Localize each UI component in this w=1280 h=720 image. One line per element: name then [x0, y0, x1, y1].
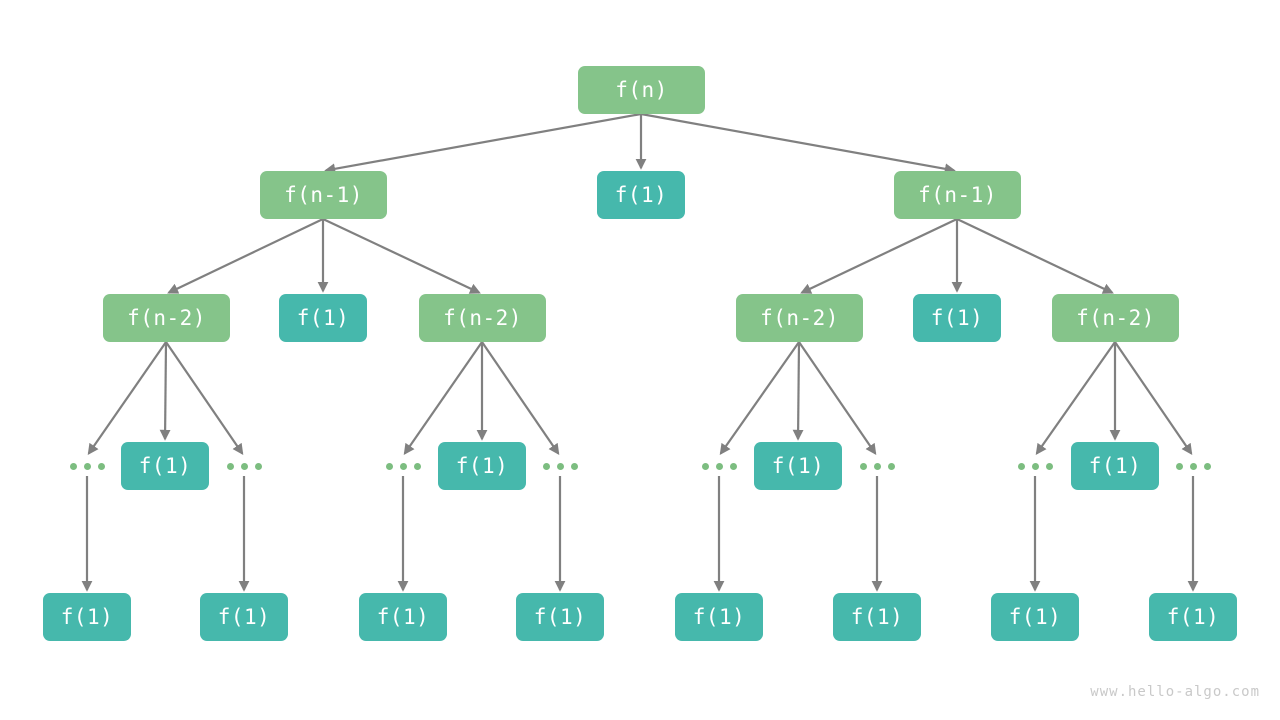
recursive-call-node: f(n-2) [736, 294, 863, 342]
tree-edge [403, 341, 483, 455]
tree-edge [87, 341, 167, 455]
ellipsis-dot [413, 462, 421, 470]
ellipsis-dot [542, 462, 550, 470]
recursive-call-node: f(n-2) [1052, 294, 1179, 342]
base-case-node: f(1) [279, 294, 367, 342]
ellipsis-node: ... [1173, 456, 1213, 476]
base-case-node: f(1) [597, 171, 685, 219]
ellipsis-dot [226, 462, 234, 470]
recursive-call-node: f(n-1) [260, 171, 387, 219]
ellipsis-dot [399, 462, 407, 470]
tree-edge [800, 218, 958, 294]
ellipsis-dot [715, 462, 723, 470]
ellipsis-dot [1203, 462, 1211, 470]
ellipsis-dot [1175, 462, 1183, 470]
ellipsis-dot [701, 462, 709, 470]
recursive-call-node: f(n-1) [894, 171, 1021, 219]
ellipsis-dot [69, 462, 77, 470]
ellipsis-dot [556, 462, 564, 470]
base-case-node: f(1) [359, 593, 447, 641]
tree-edge [159, 341, 171, 441]
tree-edge [798, 341, 877, 455]
ellipsis-node: ... [857, 456, 897, 476]
ellipsis-dot [729, 462, 737, 470]
ellipsis-node: ... [224, 456, 264, 476]
ellipsis-node: ... [699, 456, 739, 476]
ellipsis-dot [887, 462, 895, 470]
ellipsis-dot [570, 462, 578, 470]
base-case-node: f(1) [516, 593, 604, 641]
tree-edge [640, 112, 956, 175]
tree-edge [719, 341, 800, 455]
base-case-node: f(1) [991, 593, 1079, 641]
base-case-node: f(1) [121, 442, 209, 490]
base-case-node: f(1) [675, 593, 763, 641]
ellipsis-dot [873, 462, 881, 470]
tree-edge [167, 218, 324, 294]
base-case-node: f(1) [43, 593, 131, 641]
ellipsis-dot [83, 462, 91, 470]
recursive-call-node: f(n-2) [419, 294, 546, 342]
ellipsis-node: ... [1015, 456, 1055, 476]
tree-edge [324, 112, 642, 175]
tree-edge [322, 218, 481, 294]
ellipsis-dot [1031, 462, 1039, 470]
base-case-node: f(1) [200, 593, 288, 641]
tree-edge [956, 218, 1114, 294]
base-case-node: f(1) [913, 294, 1001, 342]
ellipsis-dot [97, 462, 105, 470]
ellipsis-dot [859, 462, 867, 470]
recursive-call-node: f(n) [578, 66, 705, 114]
tree-edge [1035, 341, 1116, 455]
tree-edge [165, 341, 244, 455]
base-case-node: f(1) [438, 442, 526, 490]
base-case-node: f(1) [833, 593, 921, 641]
watermark: www.hello-algo.com [1090, 684, 1260, 700]
ellipsis-dot [254, 462, 262, 470]
base-case-node: f(1) [754, 442, 842, 490]
ellipsis-node: ... [540, 456, 580, 476]
tree-edge [481, 341, 560, 455]
ellipsis-node: ... [67, 456, 107, 476]
ellipsis-dot [1189, 462, 1197, 470]
tree-edge [1114, 341, 1193, 455]
base-case-node: f(1) [1149, 593, 1237, 641]
ellipsis-dot [240, 462, 248, 470]
ellipsis-dot [385, 462, 393, 470]
base-case-node: f(1) [1071, 442, 1159, 490]
tree-edge [792, 341, 804, 441]
ellipsis-node: ... [383, 456, 423, 476]
ellipsis-dot [1045, 462, 1053, 470]
ellipsis-dot [1017, 462, 1025, 470]
recursive-call-node: f(n-2) [103, 294, 230, 342]
